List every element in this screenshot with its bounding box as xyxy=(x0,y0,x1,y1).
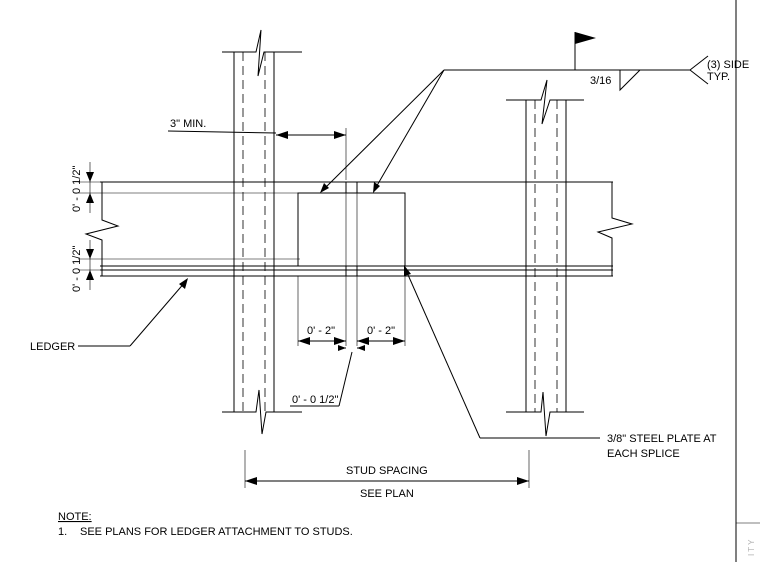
stud-spacing-label: STUD SPACING xyxy=(346,465,428,477)
plate-note-line2: EACH SPLICE xyxy=(607,448,680,460)
title-block-fragment: ITY xyxy=(747,538,756,556)
ledger-label: LEDGER xyxy=(30,341,75,353)
note-1-number: 1. xyxy=(58,526,67,538)
ledger-leader xyxy=(78,278,188,347)
weld-symbol xyxy=(320,32,709,193)
weld-note-line1: (3) SIDE xyxy=(707,59,749,71)
weld-size-label: 3/16 xyxy=(590,75,611,87)
splice-gap-dim xyxy=(290,345,365,407)
stud-right xyxy=(506,79,584,437)
sheet-border xyxy=(735,0,760,562)
stud-spacing-dim xyxy=(244,450,530,488)
stud-left xyxy=(222,29,302,435)
ledger-gap-top-dim xyxy=(78,162,300,213)
plate-leader xyxy=(404,265,600,439)
weld-note-line2: TYP. xyxy=(707,71,730,83)
min-dim-label: 3" MIN. xyxy=(170,118,206,130)
ledger-gap-bottom-dim xyxy=(78,240,300,290)
field-weld-flag-icon xyxy=(575,32,596,44)
splice-gap-label: 0' - 0 1/2" xyxy=(292,394,338,406)
steel-splice-plate xyxy=(297,192,406,267)
fillet-weld-icon xyxy=(619,69,641,92)
plate-left-label: 0' - 2" xyxy=(307,325,335,337)
see-plan-label: SEE PLAN xyxy=(360,488,414,500)
plate-dimensions xyxy=(297,270,406,346)
min-dimension xyxy=(167,128,347,180)
note-heading: NOTE: xyxy=(58,511,92,523)
note-1-text: SEE PLANS FOR LEDGER ATTACHMENT TO STUDS… xyxy=(80,526,353,538)
ledger-gap-bottom-label: 0' - 0 1/2" xyxy=(71,246,83,292)
plate-right-label: 0' - 2" xyxy=(367,325,395,337)
plate-note-line1: 3/8" STEEL PLATE AT xyxy=(607,433,717,445)
ledger-gap-top-label: 0' - 0 1/2" xyxy=(71,166,83,212)
